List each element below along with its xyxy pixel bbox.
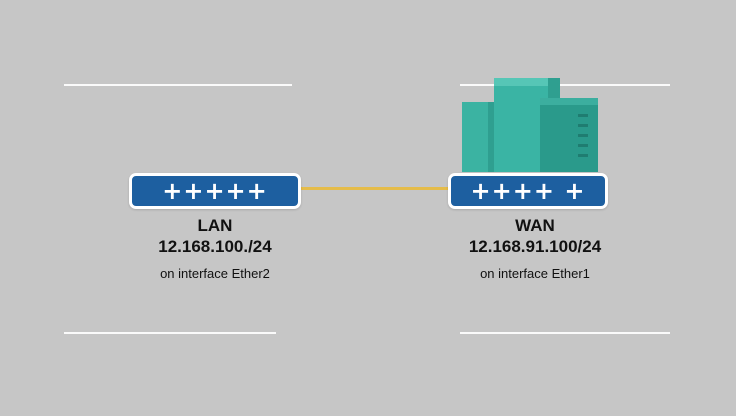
lan-switch: +++++ bbox=[129, 173, 301, 209]
lan-interface: on interface Ether2 bbox=[160, 266, 270, 281]
lan-wan-link bbox=[300, 187, 450, 190]
wan-label-block: WAN 12.168.91.100/24 on interface Ether1 bbox=[440, 216, 630, 284]
divider-top-left bbox=[64, 84, 292, 86]
server-buildings-icon bbox=[462, 78, 598, 172]
wan-name: WAN bbox=[515, 216, 555, 235]
wan-switch: ++++ + bbox=[448, 173, 608, 209]
wan-interface: on interface Ether1 bbox=[480, 266, 590, 281]
divider-bottom-left bbox=[64, 332, 276, 334]
wan-address: 12.168.91.100/24 bbox=[468, 237, 602, 256]
divider-top-right bbox=[460, 84, 670, 86]
lan-label-block: LAN 12.168.100./24 on interface Ether2 bbox=[120, 216, 310, 284]
lan-address: 12.168.100./24 bbox=[158, 237, 272, 256]
lan-name: LAN bbox=[197, 216, 233, 235]
wan-switch-ports: ++++ + bbox=[470, 177, 586, 205]
lan-switch-ports: +++++ bbox=[162, 177, 268, 205]
divider-bottom-right bbox=[460, 332, 670, 334]
